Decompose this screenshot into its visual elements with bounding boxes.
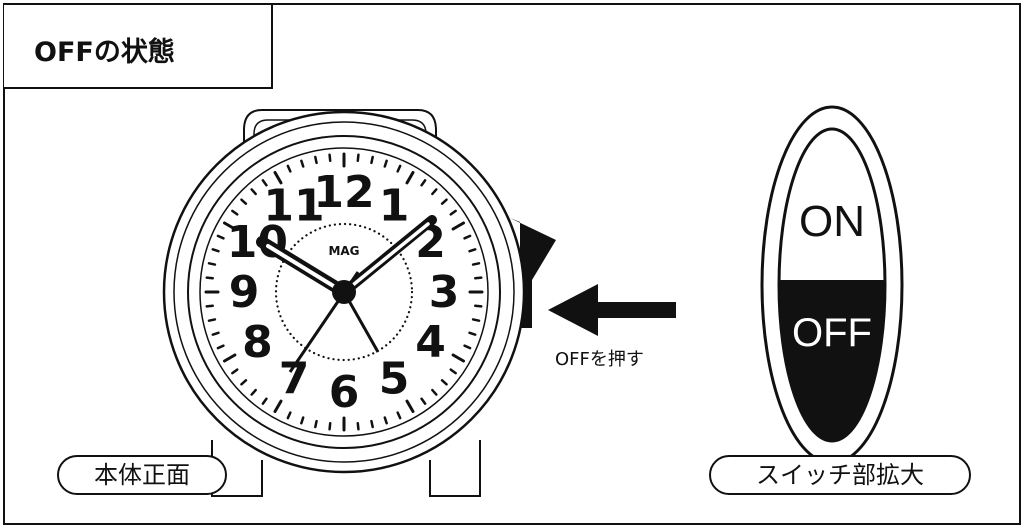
title-tab <box>4 3 273 89</box>
switch-zoom-pill <box>709 455 971 495</box>
minute-tick <box>222 353 237 363</box>
minute-tick <box>300 159 305 168</box>
minute-tick <box>396 164 402 173</box>
minute-tick <box>449 209 457 216</box>
minute-tick <box>396 411 402 420</box>
minute-tick <box>216 234 225 240</box>
minute-tick <box>463 234 472 240</box>
minute-tick <box>474 304 483 308</box>
minute-tick <box>463 344 472 350</box>
minute-tick <box>328 153 332 162</box>
minute-tick <box>211 248 220 253</box>
minute-tick <box>273 399 283 414</box>
minute-tick <box>370 419 374 429</box>
minute-tick <box>440 198 448 205</box>
minute-tick <box>211 331 220 336</box>
minute-tick <box>250 388 257 396</box>
clock-numeral: 3 <box>429 267 460 318</box>
minute-tick <box>207 318 217 322</box>
minute-tick <box>449 368 457 375</box>
minute-tick <box>451 221 466 231</box>
minute-tick <box>286 164 292 173</box>
clock-numeral: 12 <box>313 167 374 218</box>
clock-numeral: 5 <box>379 354 410 405</box>
minute-tick <box>356 153 360 162</box>
title: OFFの状態 <box>34 36 175 68</box>
minute-tick <box>205 276 214 280</box>
minute-tick <box>231 368 239 375</box>
push-arrow <box>548 284 676 336</box>
minute-tick <box>440 379 448 386</box>
inner-dotted-ring <box>274 222 414 362</box>
clock-numeral: 8 <box>242 317 273 368</box>
clock-numeral: 7 <box>279 354 310 405</box>
minute-tick <box>431 388 438 396</box>
minute-tick <box>261 397 268 405</box>
minute-tick <box>405 170 415 185</box>
minute-tick <box>383 159 388 168</box>
minute-tick <box>222 221 237 231</box>
minute-tick <box>420 179 427 187</box>
minute-tick <box>468 248 477 253</box>
minute-tick <box>356 422 360 431</box>
minute-tick <box>383 416 388 425</box>
body-front-label: 本体正面 <box>94 461 190 489</box>
minute-tick <box>273 170 283 185</box>
minute-tick <box>240 198 248 205</box>
minute-tick <box>370 155 374 165</box>
minute-tick <box>328 422 332 431</box>
minute-tick <box>471 318 481 322</box>
minute-tick <box>314 155 318 165</box>
minute-tick <box>240 379 248 386</box>
clock-numeral: 9 <box>229 267 260 318</box>
minute-tick <box>231 209 239 216</box>
clock-numeral: 4 <box>415 317 446 368</box>
body-front-pill <box>57 455 227 495</box>
clock-numeral: 1 <box>379 180 410 231</box>
press-off-label: OFFを押す <box>555 349 644 370</box>
switch-zoom-label: スイッチ部拡大 <box>756 461 924 489</box>
clock-numeral: 11 <box>263 180 324 231</box>
minute-tick <box>250 188 257 196</box>
minute-tick <box>420 397 427 405</box>
minute-tick <box>261 179 268 187</box>
clock-foot-right <box>429 440 481 497</box>
minute-tick <box>300 416 305 425</box>
switch-on-label: ON <box>799 197 865 246</box>
clock-brand: MAG <box>328 244 359 258</box>
minute-tick <box>431 188 438 196</box>
minute-tick <box>207 262 217 266</box>
minute-ticks <box>204 152 484 432</box>
center-cap <box>332 280 356 304</box>
minute-tick <box>216 344 225 350</box>
clock-numeral: 6 <box>329 367 360 418</box>
switch-off-label: OFF <box>792 311 872 355</box>
minute-tick <box>405 399 415 414</box>
minute-tick <box>451 353 466 363</box>
minute-tick <box>471 262 481 266</box>
minute-tick <box>286 411 292 420</box>
minute-tick <box>474 276 483 280</box>
switch-zoom: ON OFF <box>760 105 904 465</box>
minute-tick <box>205 304 214 308</box>
minute-tick <box>314 419 318 429</box>
minute-tick <box>468 331 477 336</box>
